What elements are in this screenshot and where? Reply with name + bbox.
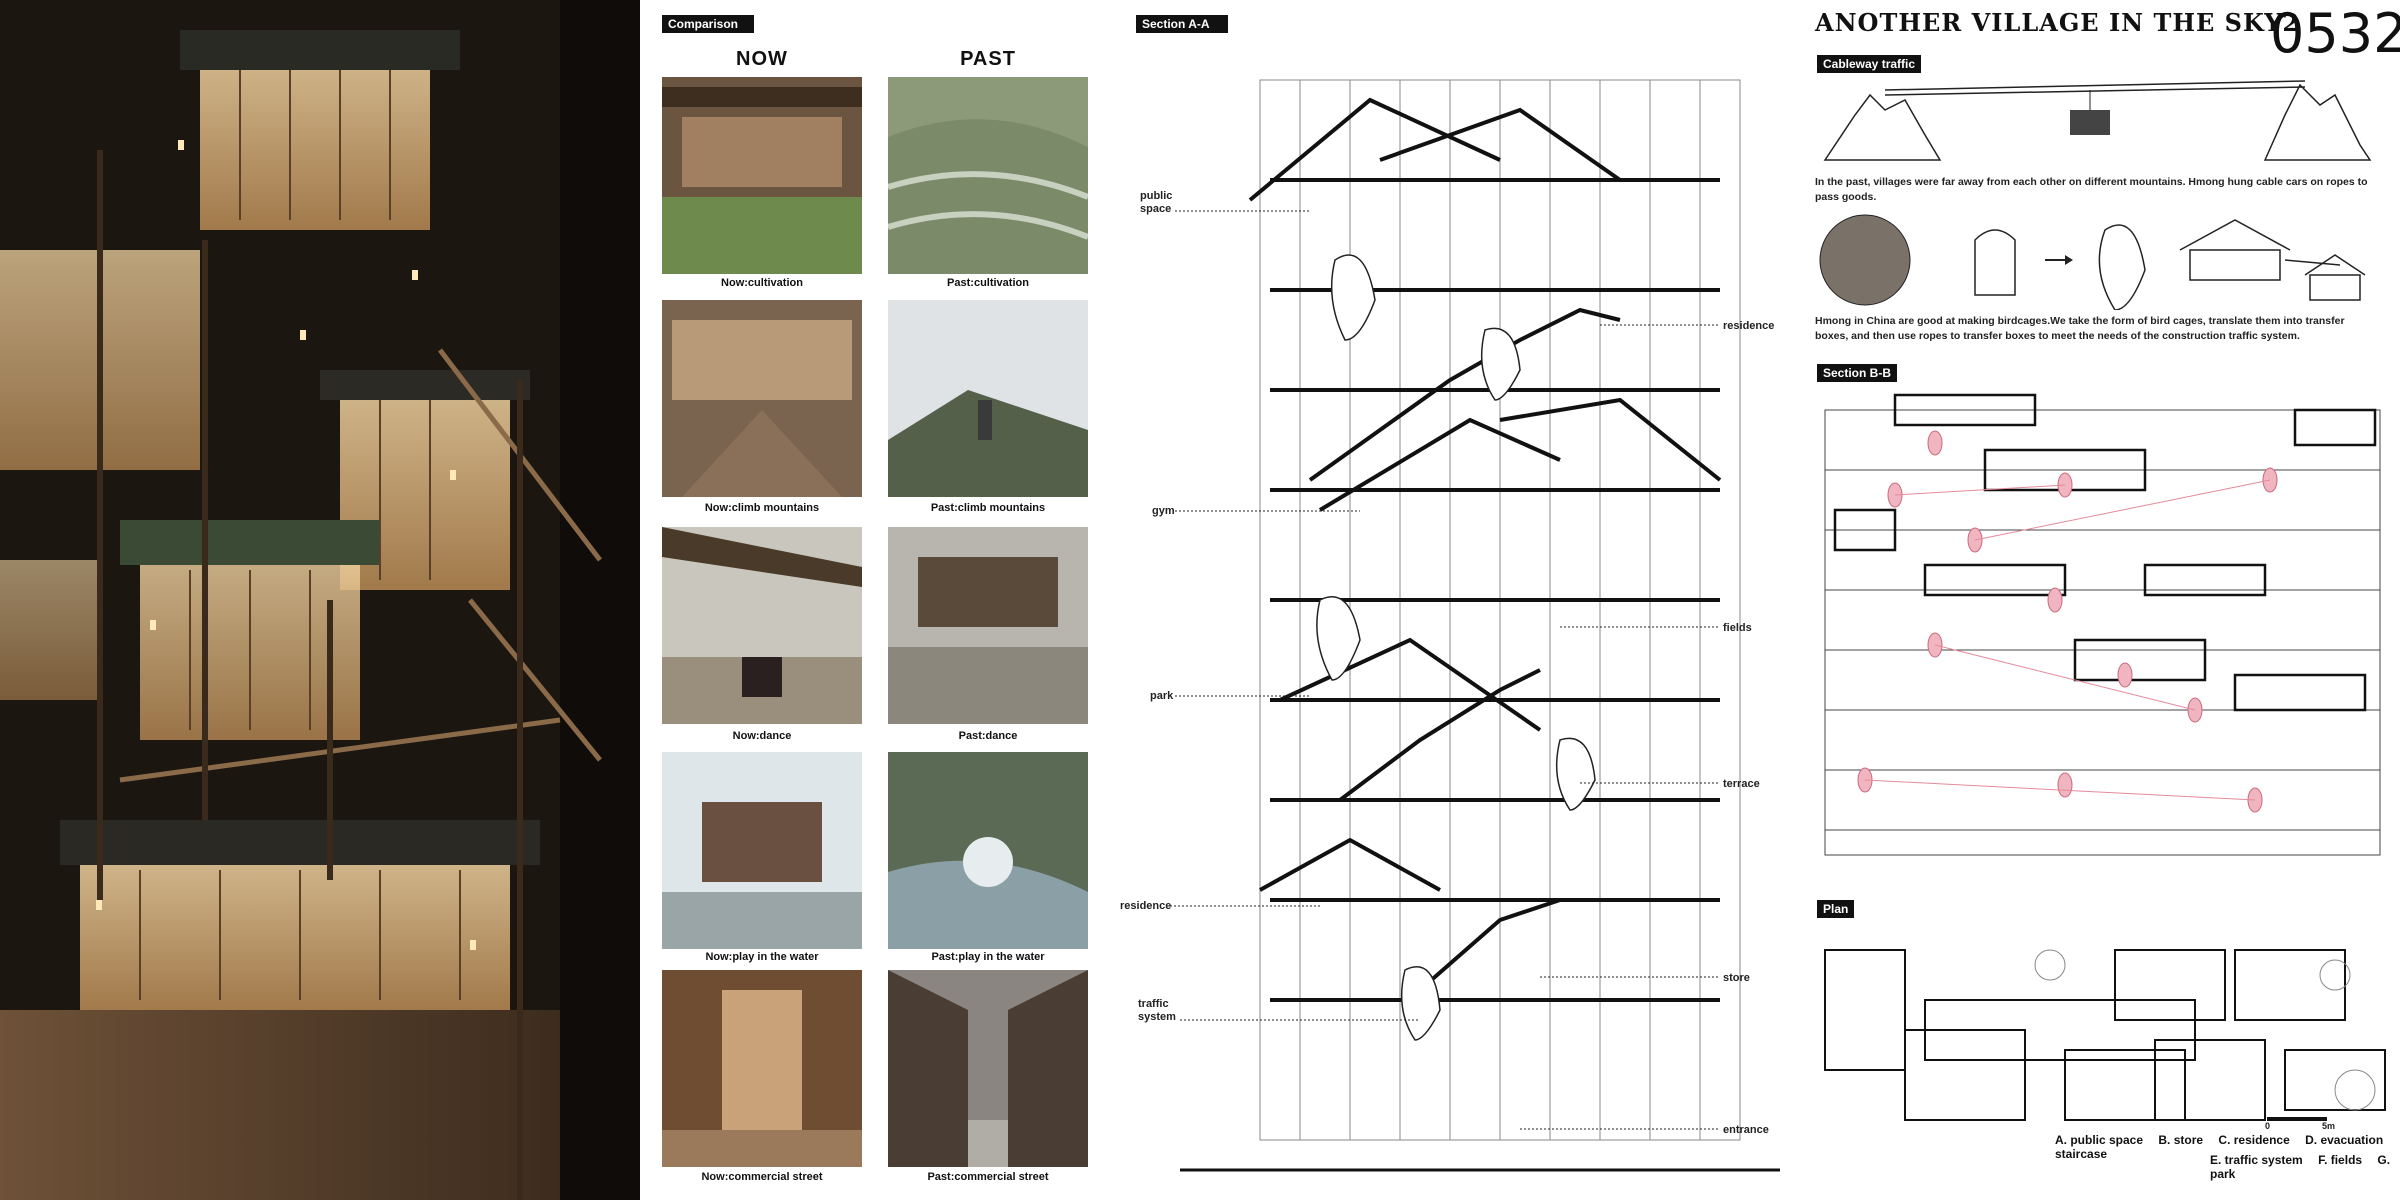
cableway-text-2: Hmong in China are good at making birdca…	[1815, 315, 2345, 342]
past-header: PAST	[960, 48, 1016, 70]
caption-now: Now:cultivation	[721, 277, 803, 289]
section-a-drawing	[1180, 79, 1780, 1172]
plan-legend-line-1: A. public space B. store C. residence D.…	[2055, 1133, 2400, 1161]
legend-b: B. store	[2158, 1133, 2204, 1147]
scale-bar	[2267, 1117, 2327, 1121]
cableway-illustration	[1823, 80, 2372, 161]
label-fields: fields	[1723, 622, 1752, 634]
caption-past: Past:cultivation	[947, 277, 1029, 289]
legend-d: D. evacuation staircase	[2055, 1133, 2384, 1161]
page-title: Another village in the sky2	[1815, 8, 2301, 37]
legend-f: F. fields	[2318, 1153, 2363, 1167]
label-residence-right: residence	[1723, 320, 1775, 332]
photo-now-dance	[662, 527, 862, 724]
scale-end: 5m	[2322, 1121, 2336, 1131]
legend-a: A. public space	[2055, 1133, 2144, 1147]
cableway-text-1: In the past, villages were far away from…	[1815, 176, 2368, 203]
label-gym: gym	[1152, 505, 1175, 517]
legend-g: G. park	[2210, 1153, 2391, 1181]
plan-drawing	[1824, 949, 2386, 1121]
photo-now-water	[662, 752, 862, 949]
caption-now: Now:dance	[732, 730, 792, 742]
plan-legend-line-2: E. traffic system F. fields G. park	[2210, 1153, 2400, 1181]
label-leader-lines	[1170, 210, 1720, 1130]
caption-now: Now:play in the water	[705, 951, 819, 963]
label-terrace: terrace	[1723, 778, 1760, 790]
caption-now: Now:climb mountains	[704, 502, 820, 514]
section-a-tag: Section A-A	[1136, 15, 1228, 33]
caption-past: Past:climb mountains	[930, 502, 1046, 514]
legend-c: C. residence	[2218, 1133, 2290, 1147]
caption-past: Past:commercial street	[927, 1171, 1049, 1183]
section-b-tag: Section B-B	[1817, 364, 1898, 382]
label-park: park	[1150, 690, 1174, 702]
label-residence-left: residence	[1120, 900, 1172, 912]
label-entrance: entrance	[1723, 1124, 1769, 1136]
plan-tag: Plan	[1817, 900, 1855, 918]
photo-now-climb	[662, 300, 862, 497]
section-b-drawing	[1824, 393, 2381, 856]
photo-past-water	[888, 752, 1088, 949]
legend-e: E. traffic system	[2210, 1153, 2303, 1167]
label-store: store	[1723, 972, 1750, 984]
architectural-render	[0, 0, 640, 1200]
scale-start: 0	[2265, 1121, 2271, 1131]
now-header: NOW	[736, 48, 788, 70]
photo-past-dance	[888, 527, 1088, 724]
caption-past: Past:dance	[958, 730, 1018, 742]
photo-past-climb	[888, 300, 1088, 497]
photo-past-street	[888, 970, 1088, 1167]
comparison-tag: Comparison	[662, 15, 754, 33]
cableway-tag: Cableway traffic	[1817, 55, 1922, 73]
caption-now: Now:commercial street	[701, 1171, 823, 1183]
photo-past-cultivation	[888, 77, 1088, 274]
project-code: 0532	[2270, 2, 2400, 65]
photo-now-street	[662, 970, 862, 1167]
photo-now-cultivation	[662, 77, 862, 274]
birdcage-transform-diagram	[1819, 214, 2366, 310]
caption-past: Past:play in the water	[931, 951, 1045, 963]
